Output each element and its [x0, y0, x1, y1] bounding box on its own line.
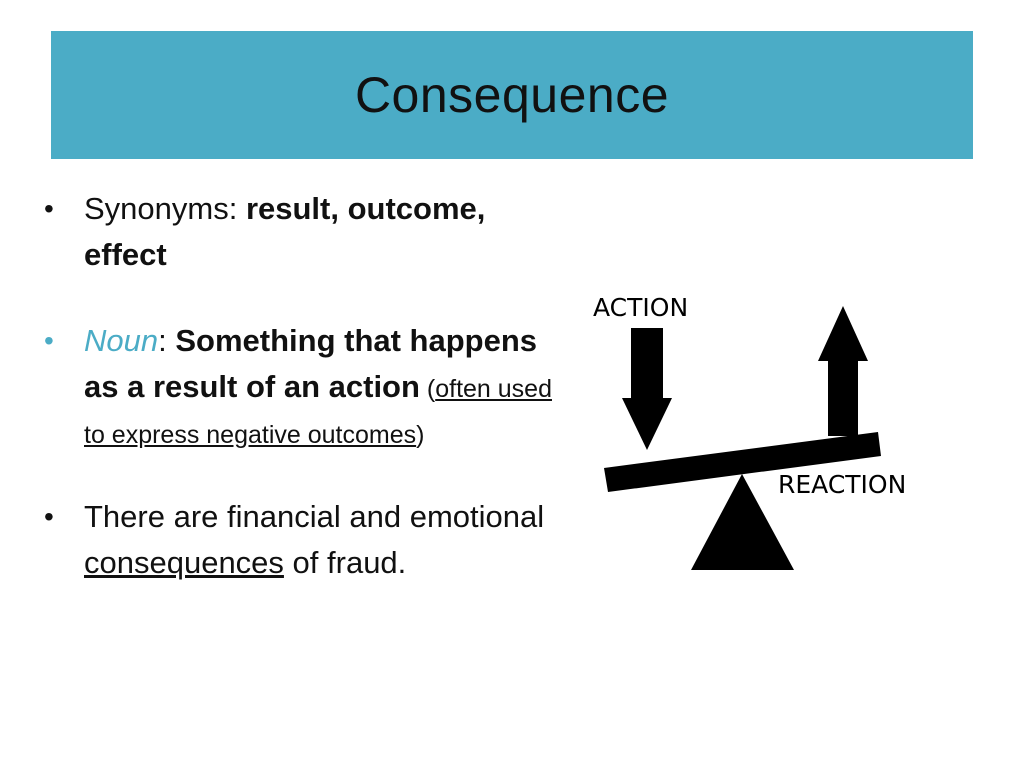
example-text-before: There are financial and emotional [84, 499, 545, 534]
action-reaction-seesaw-diagram: ACTION REACTION [593, 293, 906, 570]
reaction-label: REACTION [778, 470, 906, 499]
pos-colon: : [158, 323, 176, 358]
bullet-dot: • [44, 193, 54, 224]
usage-note: (often used to express negative outcomes… [84, 375, 552, 449]
example-keyword: consequences [84, 545, 284, 580]
synonyms-label: Synonyms: [84, 191, 246, 226]
bullet-noun-definition: • Noun: Something that happens as a resu… [44, 318, 564, 456]
example-text-after: of fraud. [283, 545, 407, 580]
part-of-speech: Noun [84, 323, 159, 358]
bullet-dot: • [44, 501, 54, 532]
synonyms-words: result, outcome,effect [84, 191, 486, 272]
down-arrow-icon [622, 328, 672, 450]
usage-note-text: often used to express negative outcomes [84, 375, 552, 449]
bullet-synonyms: • Synonyms: result, outcome,effect [44, 186, 564, 278]
bullet-dot: • [44, 325, 54, 356]
seesaw-fulcrum [691, 474, 794, 570]
definition-text: Something that happens as a result of an… [84, 323, 538, 404]
seesaw-plank [604, 432, 881, 492]
action-label: ACTION [593, 293, 688, 322]
title-banner: Consequence [51, 31, 973, 159]
slide-title: Consequence [354, 67, 670, 123]
bullet-example: • There are financial and emotional cons… [44, 494, 564, 586]
bullet-list: • Synonyms: result, outcome,effect • Nou… [44, 186, 564, 586]
up-arrow-icon [818, 306, 868, 436]
